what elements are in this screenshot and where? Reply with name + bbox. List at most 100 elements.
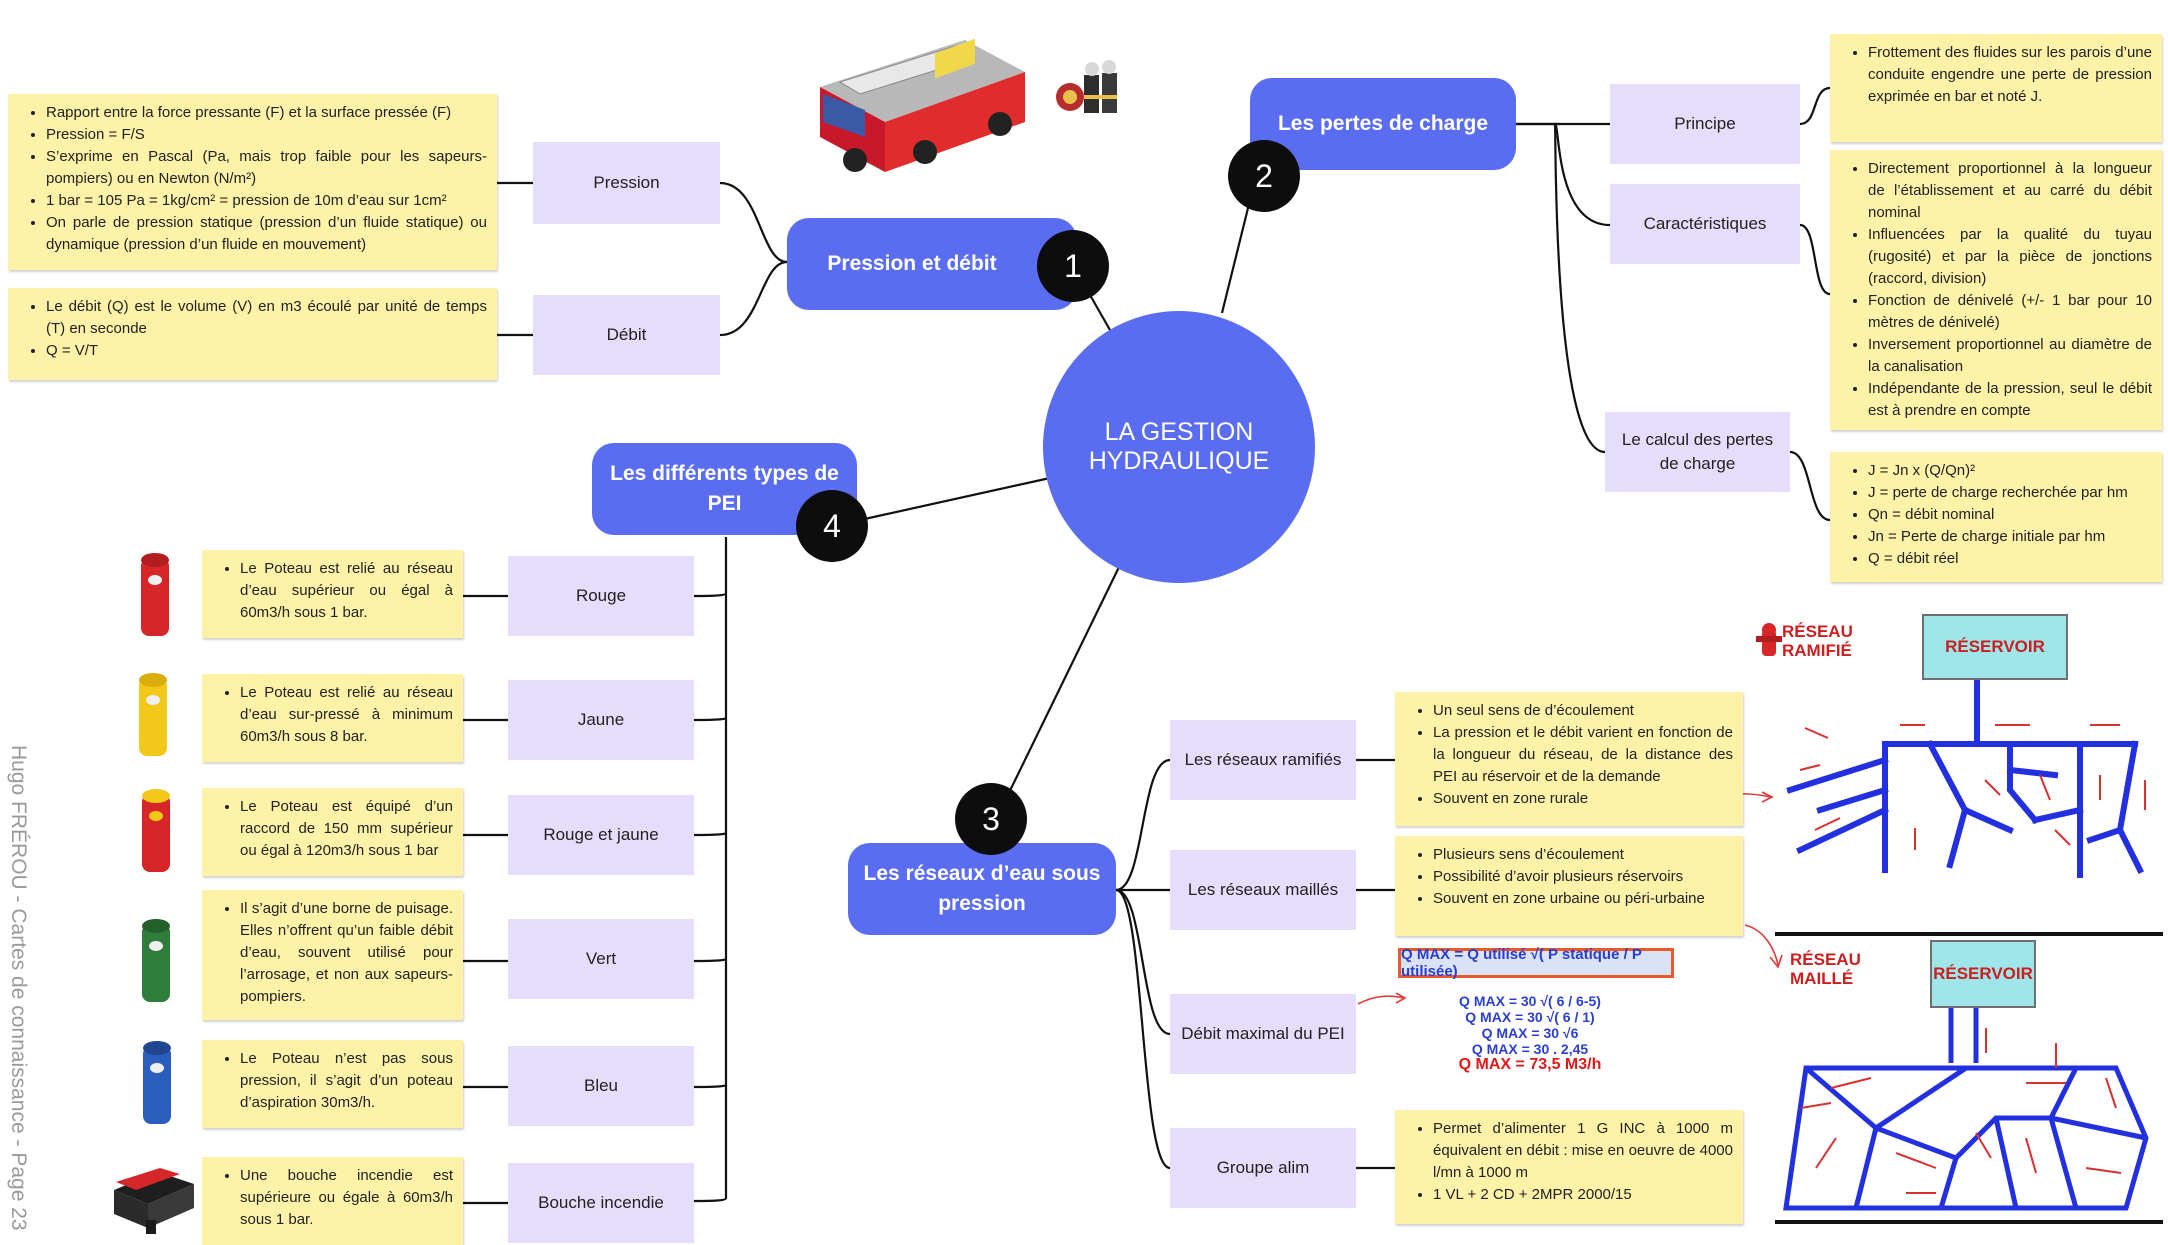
note-pei-jaune: Le Poteau est relié au réseau d’eau sur-… — [202, 674, 463, 762]
central-topic[interactable]: LA GESTION HYDRAULIQUE — [1043, 311, 1315, 583]
note-item: Pression = F/S — [46, 124, 487, 146]
topic-label: Principe — [1674, 114, 1736, 133]
step-number-3: 3 — [955, 783, 1027, 855]
note-item: Inversement proportionnel au diamètre de… — [1868, 334, 2152, 378]
topic-pei-jaune[interactable]: Jaune — [508, 680, 694, 760]
branch-pertes-de-charge[interactable]: Les pertes de charge — [1250, 78, 1516, 170]
calc-result: Q MAX = 73,5 M3/h — [1458, 1056, 1602, 1073]
note-item: Rapport entre la force pressante (F) et … — [46, 102, 487, 124]
note-debit: Le débit (Q) est le volume (V) en m3 éco… — [8, 288, 497, 380]
note-item: Q = V/T — [46, 340, 487, 362]
note-pei-rouge: Le Poteau est relié au réseau d’eau supé… — [202, 550, 463, 638]
note-item: Plusieurs sens d’écoulement — [1433, 844, 1733, 866]
note-item: On parle de pression statique (pression … — [46, 212, 487, 256]
topic-debit[interactable]: Débit — [533, 295, 720, 375]
reservoir-box-maille: RÉSERVOIR — [1930, 940, 2036, 1008]
note-item: Directement proportionnel à la longueur … — [1868, 158, 2152, 224]
note-item: Indépendante de la pression, seul le déb… — [1868, 378, 2152, 422]
formula-qmax: Q MAX = Q utilisé √( P statique / P util… — [1398, 946, 1674, 980]
topic-label: Rouge — [575, 586, 627, 605]
topic-label: Les réseaux ramifiés — [1184, 750, 1342, 769]
topic-pei-bleu[interactable]: Bleu — [508, 1046, 694, 1126]
topic-pei-rouge[interactable]: Rouge — [508, 556, 694, 636]
note-item: Le Poteau n’est pas sous pression, il s’… — [240, 1048, 453, 1114]
note-item: Permet d’alimenter 1 G INC à 1000 m équi… — [1433, 1118, 1733, 1184]
topic-bouche-incendie[interactable]: Bouche incendie — [508, 1163, 694, 1243]
topic-caracteristiques[interactable]: Caractéristiques — [1610, 184, 1800, 264]
note-item: Le Poteau est relié au réseau d’eau sur-… — [240, 682, 453, 748]
topic-groupe-alim[interactable]: Groupe alim — [1170, 1128, 1356, 1208]
branch-title: Les réseaux d’eau sous pression — [863, 862, 1101, 915]
topic-debit-maximal[interactable]: Débit maximal du PEI — [1170, 994, 1356, 1074]
note-item: Un seul sens de d’écoulement — [1433, 700, 1733, 722]
branch-title: Les différents types de PEI — [610, 462, 839, 515]
note-reseaux-mailles: Plusieurs sens d’écoulement Possibilité … — [1395, 836, 1743, 936]
step-number-4: 4 — [796, 490, 868, 562]
branch-title: Pression et débit — [827, 252, 997, 275]
topic-label: Caractéristiques — [1643, 214, 1767, 233]
note-item: Q = débit réel — [1868, 548, 2152, 570]
formula-text: Q MAX = Q utilisé √( P statique / P util… — [1401, 946, 1642, 980]
note-item: Le débit (Q) est le volume (V) en m3 éco… — [46, 296, 487, 340]
note-item: Il s’agit d’une borne de puisage. Elles … — [240, 898, 453, 1008]
topic-label: Groupe alim — [1216, 1158, 1310, 1177]
formula-calculation: Q MAX = 30 √( 6 / 6-5) Q MAX = 30 √( 6 /… — [1440, 993, 1620, 1073]
reservoir-label: RÉSERVOIR — [1933, 964, 2033, 983]
note-item: Une bouche incendie est supérieure ou ég… — [240, 1165, 453, 1231]
topic-label: Jaune — [577, 710, 625, 729]
note-item: Frottement des fluides sur les parois d’… — [1868, 42, 2152, 108]
branch-reseaux-eau[interactable]: Les réseaux d’eau sous pression — [848, 843, 1116, 935]
ramified-network-diagram — [1786, 680, 2146, 878]
note-item: J = perte de charge recherchée par hm — [1868, 482, 2152, 504]
note-calcul-pertes: J = Jn x (Q/Qn)² J = perte de charge rec… — [1830, 452, 2162, 582]
side-credit: Hugo FRÉROU - Cartes de connaissance - P… — [2, 745, 30, 1240]
green-hydrant-icon — [142, 919, 170, 1002]
topic-label: Pression — [593, 173, 660, 192]
hydrant-small-icon — [1756, 623, 1782, 656]
meshed-network-diagram — [1783, 1008, 2149, 1211]
note-item: Souvent en zone rurale — [1433, 788, 1733, 810]
branch-pression-debit[interactable]: Pression et débit — [787, 218, 1077, 310]
topic-reseaux-mailles[interactable]: Les réseaux maillés — [1170, 850, 1356, 930]
note-reseaux-ramifies: Un seul sens de d’écoulement La pression… — [1395, 692, 1743, 826]
yellow-hydrant-icon — [139, 673, 167, 756]
note-item: Possibilité d’avoir plusieurs réservoirs — [1433, 866, 1733, 888]
fire-truck-illustration — [820, 38, 1025, 172]
note-pei-bleu: Le Poteau n’est pas sous pression, il s’… — [202, 1040, 463, 1128]
calc-line: Q MAX = 30 . 2,45 — [1471, 1041, 1589, 1057]
meshed-network-frame — [1775, 932, 2163, 1224]
calc-line: Q MAX = 30 √( 6 / 1) — [1465, 1009, 1595, 1025]
side-credit-text: Hugo FRÉROU - Cartes de connaissance - P… — [7, 745, 30, 1231]
note-item: 1 VL + 2 CD + 2MPR 2000/15 — [1433, 1184, 1733, 1206]
branch-title: Les pertes de charge — [1277, 112, 1489, 135]
note-item: Fonction de dénivelé (+/- 1 bar pour 10 … — [1868, 290, 2152, 334]
central-topic-label: LA GESTION HYDRAULIQUE — [1088, 418, 1270, 475]
note-item: J = Jn x (Q/Qn)² — [1868, 460, 2152, 482]
note-item: Jn = Perte de charge initiale par hm — [1868, 526, 2152, 548]
topic-reseaux-ramifies[interactable]: Les réseaux ramifiés — [1170, 720, 1356, 800]
red-yellow-hydrant-icon — [142, 789, 170, 872]
note-item: Souvent en zone urbaine ou péri-urbaine — [1433, 888, 1733, 910]
topic-principe[interactable]: Principe — [1610, 84, 1800, 164]
note-bouche-incendie: Une bouche incendie est supérieure ou ég… — [202, 1157, 463, 1245]
note-item: S’exprime en Pascal (Pa, mais trop faibl… — [46, 146, 487, 190]
topic-label: Les réseaux maillés — [1187, 880, 1339, 899]
topic-label: Le calcul des pertes de charge — [1621, 430, 1774, 473]
note-principe: Frottement des fluides sur les parois d’… — [1830, 34, 2162, 142]
note-groupe-alim: Permet d’alimenter 1 G INC à 1000 m équi… — [1395, 1110, 1743, 1224]
note-item: Le Poteau est relié au réseau d’eau supé… — [240, 558, 453, 624]
note-item: Influencées par la qualité du tuyau (rug… — [1868, 224, 2152, 290]
topic-pression[interactable]: Pression — [533, 142, 720, 224]
note-pei-vert: Il s’agit d’une borne de puisage. Elles … — [202, 890, 463, 1020]
note-caracteristiques: Directement proportionnel à la longueur … — [1830, 150, 2162, 430]
note-item: La pression et le débit varient en fonct… — [1433, 722, 1733, 788]
topic-pei-vert[interactable]: Vert — [508, 919, 694, 999]
blue-hydrant-icon — [143, 1041, 171, 1124]
topic-pei-rouge-jaune[interactable]: Rouge et jaune — [508, 795, 694, 875]
topic-label: Bleu — [583, 1076, 619, 1095]
note-pression: Rapport entre la force pressante (F) et … — [8, 94, 497, 270]
note-pei-rouge-jaune: Le Poteau est équipé d’un raccord de 150… — [202, 788, 463, 876]
topic-label: Débit — [606, 325, 647, 344]
topic-calcul-pertes[interactable]: Le calcul des pertes de charge — [1605, 412, 1790, 492]
